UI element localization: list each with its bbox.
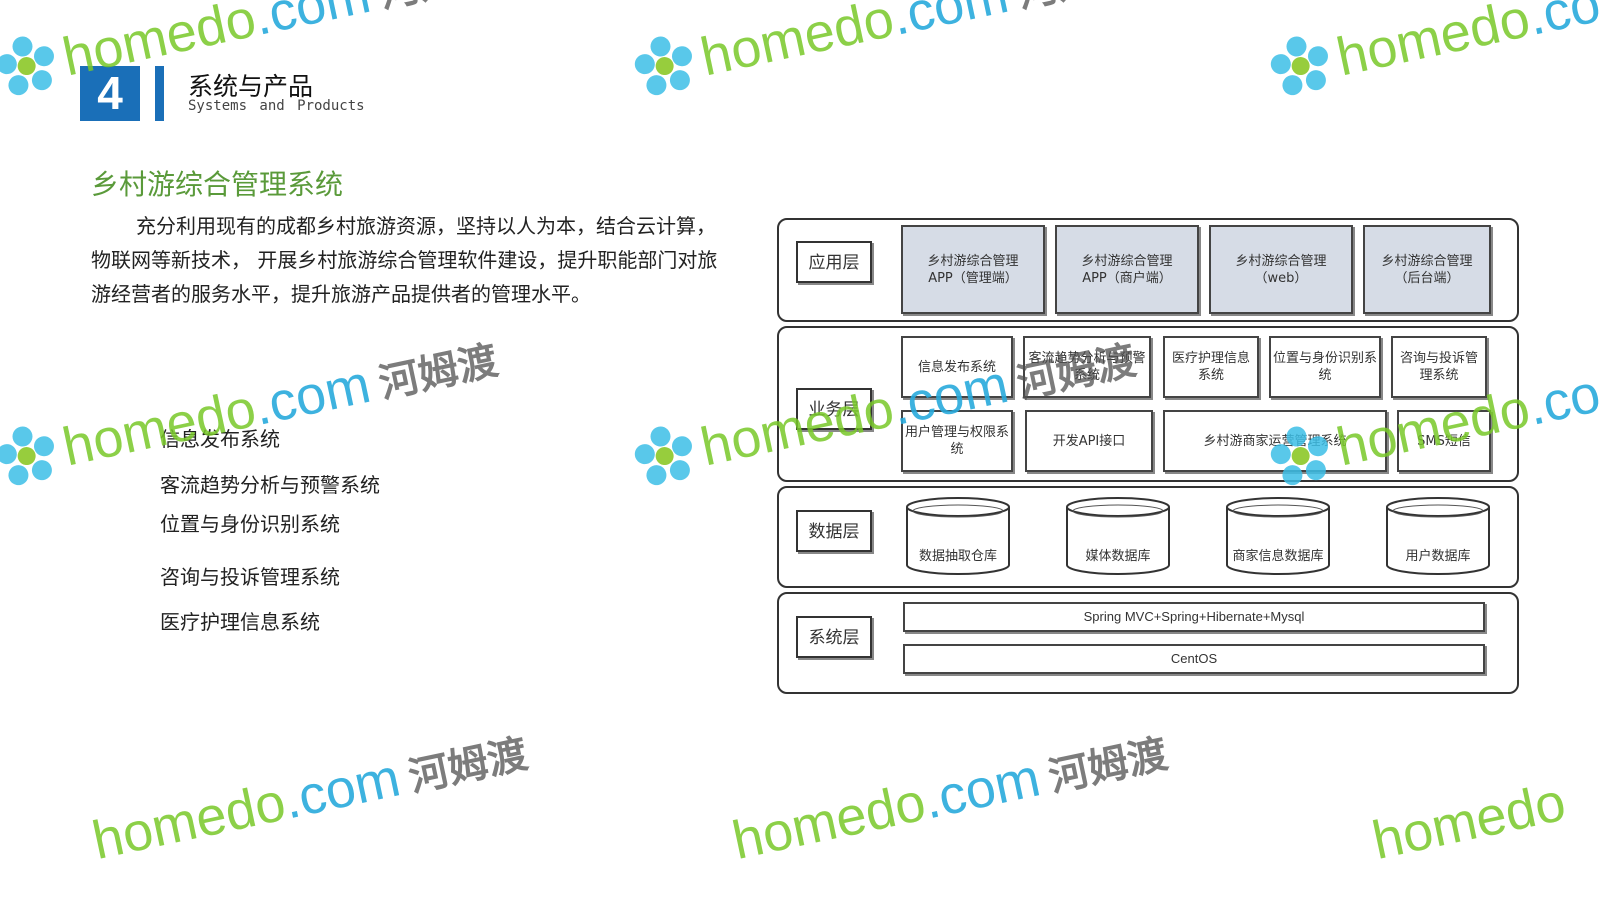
biz-box-merchant-ops: 乡村游商家运营管理系统 [1163, 410, 1387, 472]
flower-logo-icon [0, 36, 54, 96]
biz-box-complaint: 咨询与投诉管理系统 [1391, 336, 1487, 398]
database-cylinder-icon [906, 497, 1010, 575]
biz-box-user-mgmt: 用户管理与权限系统 [901, 410, 1013, 472]
flower-logo-icon [634, 426, 692, 486]
biz-box-location: 位置与身份识别系统 [1269, 336, 1381, 398]
section-divider-bar [155, 66, 164, 121]
application-layer-label: 应用层 [796, 241, 872, 283]
business-layer-label: 业务层 [796, 388, 872, 430]
watermark-logo: homedo [1367, 771, 1571, 872]
app-box-line: 乡村游综合管理 [927, 253, 1019, 269]
app-box-line: 乡村游综合管理 [1081, 253, 1173, 269]
watermark-brand-text: homedo.com [695, 0, 1014, 88]
app-box-line: APP（管理端） [928, 270, 1018, 286]
system-layer: 系统层 Spring MVC+Spring+Hibernate+Mysql Ce… [777, 592, 1519, 694]
watermark-logo: homedo.com河姆渡 [727, 731, 1172, 872]
biz-box-sms: SMS短信 [1397, 410, 1491, 472]
watermark-brand-text: homedo.com [57, 353, 376, 478]
page-title: 乡村游综合管理系统 [91, 168, 344, 201]
database-cylinder-icon [1386, 497, 1490, 575]
watermark-logo: homedo.com河姆渡 [627, 0, 1141, 104]
app-box-web: 乡村游综合管理（web） [1209, 225, 1353, 314]
feature-item-info-publish: 信息发布系统 [160, 427, 280, 451]
biz-box-medical: 医疗护理信息系统 [1163, 336, 1259, 398]
watermark-brand-text: homedo.com [1331, 0, 1600, 88]
intro-paragraph: 充分利用现有的成都乡村旅游资源，坚持以人为本，结合云计算，物联网等新技术， 开展… [91, 214, 718, 306]
watermark-logo: homedo.com [1263, 0, 1600, 104]
feature-item-complaint: 咨询与投诉管理系统 [160, 565, 340, 589]
flower-logo-icon [1270, 36, 1328, 96]
feature-item-location: 位置与身份识别系统 [160, 512, 340, 536]
database-cylinder-icon [1226, 497, 1330, 575]
watermark-brand-text: homedo [1367, 771, 1571, 872]
biz-box-open-api: 开发API接口 [1025, 410, 1153, 472]
section-number-badge: 4 [80, 66, 140, 121]
biz-box-info-publish: 信息发布系统 [901, 336, 1013, 398]
flower-logo-icon [0, 426, 54, 486]
system-layer-label: 系统层 [796, 616, 872, 658]
section-subtitle: Systems and Products [188, 98, 365, 114]
business-layer: 业务层 信息发布系统 客流趋势分析与预警系统 医疗护理信息系统 位置与身份识别系… [777, 326, 1519, 482]
flower-logo-icon [634, 36, 692, 96]
biz-box-flow-analysis: 客流趋势分析与预警系统 [1023, 336, 1151, 398]
app-box-line: （后台端） [1394, 270, 1460, 286]
watermark-logo: homedo.com河姆渡 [87, 731, 532, 872]
app-box-line: APP（商户端） [1082, 270, 1172, 286]
database-merchant-info: 商家信息数据库 [1225, 495, 1331, 577]
watermark-brand-text: homedo.com [727, 747, 1046, 872]
database-extract-warehouse: 数据抽取仓库 [905, 495, 1011, 577]
data-layer: 数据层 数据抽取仓库 媒体数据库 商家信息数据库 [777, 486, 1519, 588]
database-users: 用户数据库 [1385, 495, 1491, 577]
data-layer-label: 数据层 [796, 510, 872, 552]
database-label: 数据抽取仓库 [918, 549, 997, 564]
app-box-line: 乡村游综合管理 [1235, 253, 1327, 269]
system-bar-os: CentOS [903, 644, 1485, 674]
database-label: 用户数据库 [1405, 549, 1471, 564]
watermark-brand-text: homedo.com [87, 747, 406, 872]
database-label: 商家信息数据库 [1232, 549, 1324, 564]
app-box-line: （web） [1254, 270, 1308, 286]
app-box-line: 乡村游综合管理 [1381, 253, 1473, 269]
system-bar-framework: Spring MVC+Spring+Hibernate+Mysql [903, 602, 1485, 632]
database-media: 媒体数据库 [1065, 495, 1171, 577]
feature-item-medical: 医疗护理信息系统 [160, 610, 320, 634]
app-box-backend: 乡村游综合管理（后台端） [1363, 225, 1491, 314]
section-title: 系统与产品 [188, 72, 314, 101]
database-cylinder-icon [1066, 497, 1170, 575]
feature-item-flow-analysis: 客流趋势分析与预警系统 [160, 473, 380, 497]
database-label: 媒体数据库 [1085, 549, 1151, 564]
section-number: 4 [97, 67, 123, 119]
